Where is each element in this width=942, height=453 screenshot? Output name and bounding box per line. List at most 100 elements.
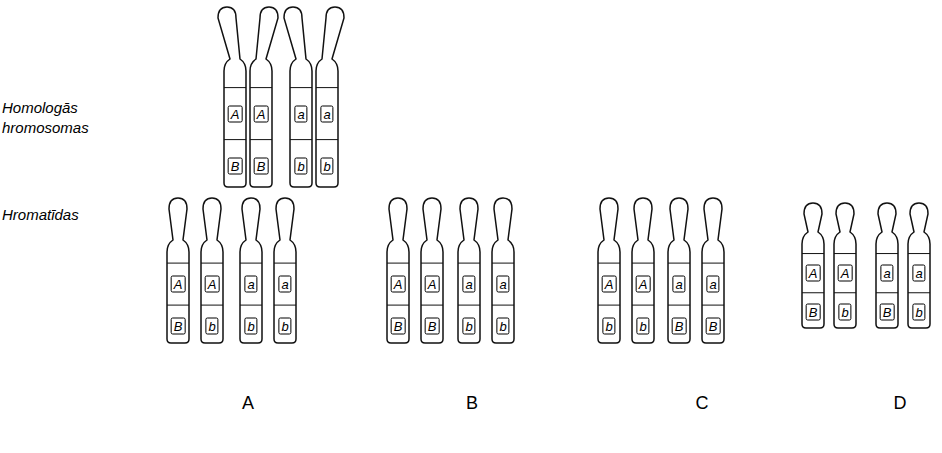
gene-letter: b xyxy=(205,318,218,335)
chromatid-band xyxy=(834,253,856,254)
chromatid-band xyxy=(908,253,930,254)
chromatid-band xyxy=(492,263,514,264)
chromatid-shape xyxy=(167,198,189,343)
chromatid-shape xyxy=(802,203,824,328)
chromatid-shape xyxy=(632,198,654,343)
chromatid: ab xyxy=(238,195,264,345)
chromatid-band xyxy=(201,263,223,264)
chromatid-shape xyxy=(218,7,246,187)
chromatid: AB xyxy=(248,4,274,189)
gene-letter: B xyxy=(171,318,186,335)
chromatid-shape xyxy=(274,198,296,343)
gene-letter: B xyxy=(254,157,269,174)
chromatid-band xyxy=(834,292,856,293)
chromatid: AB xyxy=(800,200,826,330)
chromatid-band xyxy=(201,305,223,306)
gene-letter: a xyxy=(880,265,893,282)
gene-letter: b xyxy=(244,318,257,335)
chromatid-band xyxy=(421,263,443,264)
chromatid-band xyxy=(250,139,272,140)
option-letter: B xyxy=(452,392,492,414)
chromatid: aB xyxy=(666,195,692,345)
chromatid-band xyxy=(240,305,262,306)
gene-letter: a xyxy=(912,265,925,282)
chromatid-band xyxy=(316,139,338,140)
chromatid-band xyxy=(632,305,654,306)
chromatid-band xyxy=(290,139,312,140)
chromatid-band xyxy=(668,305,690,306)
chromatid-shape xyxy=(240,198,262,343)
chromatid-shape xyxy=(668,198,690,343)
gene-letter: A xyxy=(391,276,406,293)
gene-letter: a xyxy=(278,276,291,293)
chromatid-shape xyxy=(458,198,480,343)
chromatid-band xyxy=(224,139,246,140)
chromatid: AB xyxy=(222,4,248,189)
chromatid-band xyxy=(702,263,724,264)
chromatid-band xyxy=(240,263,262,264)
chromatid-shape xyxy=(876,203,898,328)
row-label: Homologās hromosomas xyxy=(2,98,102,138)
gene-letter: a xyxy=(294,105,307,122)
option-letter: A xyxy=(228,392,268,414)
chromatid: AB xyxy=(419,195,445,345)
chromatid-band xyxy=(316,87,338,88)
chromatid-band xyxy=(908,292,930,293)
chromatid: AB xyxy=(165,195,191,345)
chromatid-band xyxy=(668,263,690,264)
chromatid: AB xyxy=(385,195,411,345)
gene-letter: A xyxy=(806,265,821,282)
gene-letter: A xyxy=(171,276,186,293)
gene-letter: B xyxy=(391,318,406,335)
chromatid-band xyxy=(290,87,312,88)
gene-letter: a xyxy=(496,276,509,293)
gene-letter: A xyxy=(602,276,617,293)
gene-letter: a xyxy=(320,105,333,122)
chromatid-band xyxy=(802,292,824,293)
chromatid: ab xyxy=(906,200,932,330)
chromatid: Ab xyxy=(199,195,225,345)
chromatid: aB xyxy=(700,195,726,345)
chromatid-band xyxy=(167,263,189,264)
chromatid: aB xyxy=(874,200,900,330)
chromatid-band xyxy=(492,305,514,306)
chromatid: ab xyxy=(288,4,314,189)
chromatid: ab xyxy=(456,195,482,345)
gene-letter: A xyxy=(636,276,651,293)
gene-letter: b xyxy=(602,318,615,335)
option-letter: C xyxy=(682,392,722,414)
gene-letter: b xyxy=(278,318,291,335)
option-letter: D xyxy=(880,392,920,414)
chromatid-shape xyxy=(598,198,620,343)
chromatid-shape xyxy=(284,7,312,187)
gene-letter: a xyxy=(462,276,475,293)
gene-letter: B xyxy=(880,304,895,321)
chromatid-shape xyxy=(492,198,514,343)
chromatid-band xyxy=(458,263,480,264)
chromatid-band xyxy=(632,263,654,264)
gene-letter: b xyxy=(636,318,649,335)
chromatid: Ab xyxy=(596,195,622,345)
chromatid-band xyxy=(702,305,724,306)
gene-letter: b xyxy=(912,304,925,321)
chromatid-shape xyxy=(201,198,223,343)
chromatid-shape xyxy=(250,7,278,187)
gene-letter: b xyxy=(320,157,333,174)
gene-letter: B xyxy=(706,318,721,335)
gene-letter: B xyxy=(672,318,687,335)
row-label: Hromatīdas xyxy=(2,205,122,225)
gene-letter: a xyxy=(706,276,719,293)
chromatid-shape xyxy=(702,198,724,343)
chromatid-shape xyxy=(387,198,409,343)
chromatid-shape xyxy=(908,203,930,328)
chromatid: Ab xyxy=(630,195,656,345)
chromatid-band xyxy=(387,263,409,264)
chromatid-shape xyxy=(316,7,344,187)
chromatid-band xyxy=(274,263,296,264)
gene-letter: B xyxy=(425,318,440,335)
chromatid-band xyxy=(598,305,620,306)
gene-letter: A xyxy=(254,105,269,122)
gene-letter: b xyxy=(496,318,509,335)
chromatid-band xyxy=(598,263,620,264)
